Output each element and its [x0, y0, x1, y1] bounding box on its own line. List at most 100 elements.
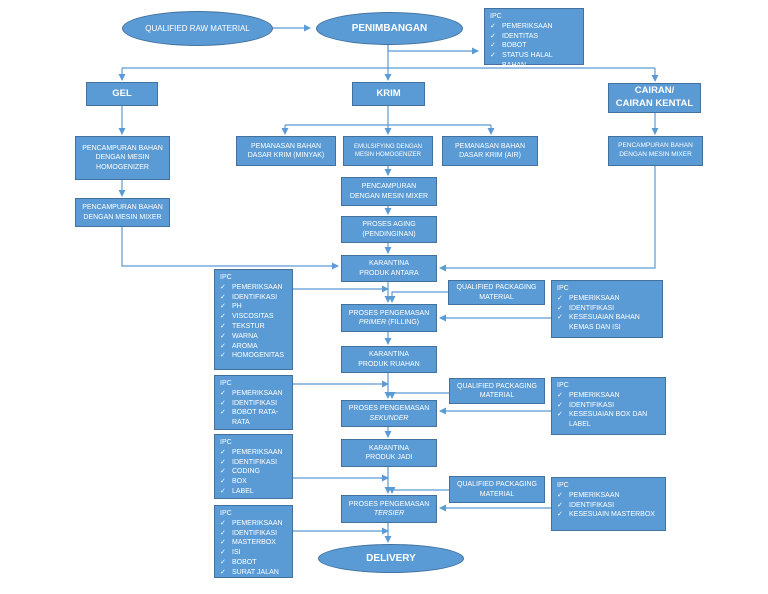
ipc-checklist-item: ✓TEKSTUR: [220, 322, 287, 332]
qpm-3-label: QUALIFIED PACKAGING MATERIAL: [457, 481, 537, 498]
penimbangan-label: PENIMBANGAN: [351, 23, 428, 34]
check-icon: ✓: [220, 468, 226, 476]
ipc-checklist-item: ✓BOBOT: [220, 558, 287, 568]
check-icon: ✓: [220, 487, 226, 495]
check-icon: ✓: [490, 52, 496, 60]
karantina-jadi-node: KARANTINA PRODUK JADI: [341, 439, 437, 467]
qualified-raw-material-label: QUALIFIED RAW MATERIAL: [145, 24, 250, 33]
check-icon: ✓: [557, 294, 563, 302]
check-icon: ✓: [220, 399, 226, 407]
cairan-label: CAIRAN/ CAIRAN KENTAL: [615, 85, 694, 109]
cairan-node: CAIRAN/ CAIRAN KENTAL: [608, 83, 701, 113]
ipc-checklist-item: ✓ PEMERIKSAAN: [220, 283, 287, 293]
qualified-packaging-material-3: QUALIFIED PACKAGING MATERIAL: [449, 476, 545, 503]
qpm-2-label: QUALIFIED PACKAGING MATERIAL: [457, 382, 537, 399]
karantina-antara-label: KARANTINA PRODUK ANTARA: [359, 260, 419, 277]
check-icon: ✓: [557, 501, 563, 509]
ipc-item-text: PEMERIKSAAN: [569, 491, 620, 499]
krim-mixer-label: PENCAMPURAN DENGAN MESIN MIXER: [349, 183, 429, 200]
ipc-primer: IPC ✓ PEMERIKSAAN ✓ IDENTIFIKASI✓KESESUAIAN …: [551, 280, 663, 338]
ipc-checklist-item: ✓ IDENTIFIKASI: [557, 401, 660, 411]
ipc-checklist-item: ✓IDENTIFIKASI: [220, 529, 287, 539]
ipc-item-text: BOBOT: [232, 558, 257, 566]
ipc-item-text: IDENTIFIKASI: [569, 401, 615, 409]
qualified-packaging-material-2: QUALIFIED PACKAGING MATERIAL: [449, 378, 545, 404]
ipc-item-text: PEMERIKSAAN: [569, 294, 620, 302]
krim-label: KRIM: [376, 87, 401, 99]
ipc-penimbangan: IPC✓PEMERIKSAAN✓IDENTITAS✓BOBOT✓STATUS H…: [484, 8, 584, 69]
ipc-title: IPC: [220, 380, 232, 387]
ipc-jadi: IPC✓PEMERIKSAAN✓IDENTIFIKASI✓CODING✓BOX✓…: [214, 434, 293, 499]
delivery-label: DELIVERY: [366, 553, 416, 564]
ipc-checklist-item: ✓PEMERIKSAAN: [490, 22, 578, 32]
ipc-checklist-item: ✓IDENTIFIKASI: [220, 399, 287, 409]
ipc-checklist: ✓ PEMERIKSAAN ✓ IDENTIFIKASI✓KESESUAIAN BAH…: [557, 294, 657, 333]
check-icon: ✓: [220, 283, 226, 291]
check-icon: ✓: [220, 313, 226, 321]
ipc-checklist-item: ✓WARNA: [220, 332, 287, 342]
ipc-checklist-item: ✓PH: [220, 302, 287, 312]
ipc-checklist-item: ✓LABEL: [220, 487, 287, 497]
ipc-checklist-item: ✓HOMOGENITAS: [220, 351, 287, 361]
gel-homogenizer-node: PENCAMPURAN BAHAN DENGAN MESIN HOMOGENIZ…: [75, 136, 170, 180]
ipc-checklist-item: ✓IDENTIFIKASI: [220, 458, 287, 468]
ipc-checklist-item: ✓ ISI: [220, 548, 287, 558]
ipc-checklist-item: ✓PEMERIKSAAN: [557, 391, 660, 401]
ipc-checklist-item: ✓KESESUAIAN BAHAN KEMAS DAN ISI: [557, 313, 657, 333]
ipc-checklist: ✓PEMERIKSAAN✓IDENTIFIKASI✓PH✓VISCOSITAS✓…: [220, 283, 287, 361]
ipc-karantina-antara: IPC✓PEMERIKSAAN✓IDENTIFIKASI✓PH✓VISCOSIT…: [214, 269, 293, 370]
ipc-checklist-item: ✓ BOBOT RATA-RATA: [220, 408, 287, 428]
check-icon: ✓: [220, 293, 226, 301]
ipc-checklist-item: ✓ IDENTIFIKASI: [557, 501, 660, 511]
ipc-title: IPC: [557, 285, 569, 292]
check-icon: ✓: [220, 352, 226, 360]
ipc-item-text: KESESUAIAN BOX DAN LABEL: [569, 411, 648, 429]
check-icon: ✓: [220, 549, 226, 557]
gel-label: GEL: [112, 87, 132, 99]
ipc-item-text: PEMERIKSAAN: [232, 389, 283, 397]
ipc-checklist: ✓PEMERIKSAAN✓ IDENTIFIKASI✓ KESESUAIN MAST…: [557, 491, 660, 520]
ipc-item-text: MASTERBOX: [232, 539, 276, 547]
check-icon: ✓: [220, 409, 226, 417]
ipc-item-text: PEMERIKSAAN: [232, 283, 283, 291]
check-icon: ✓: [220, 539, 226, 547]
gel-node: GEL: [86, 82, 158, 106]
ipc-checklist-item: ✓ AROMA: [220, 342, 287, 352]
karantina-ruahan-node: KARANTINA PRODUK RUAHAN: [341, 346, 437, 373]
check-icon: ✓: [557, 314, 563, 322]
check-icon: ✓: [557, 401, 563, 409]
pemanasan-minyak-label: PEMANASAN BAHAN DASAR KRIM (MINYAK): [247, 142, 325, 159]
ipc-item-text: AROMA: [232, 342, 258, 350]
ipc-item-text: IDENTIFIKASI: [232, 529, 278, 537]
pemanasan-air-label: PEMANASAN BAHAN DASAR KRIM (AIR): [454, 142, 526, 159]
ipc-title: IPC: [490, 13, 502, 20]
ipc-item-text: IDENTIFIKASI: [569, 304, 615, 312]
ipc-title: IPC: [557, 382, 569, 389]
ipc-checklist-item: ✓ STATUS HALAL BAHAN: [490, 51, 578, 71]
ipc-item-text: STATUS HALAL BAHAN: [502, 52, 553, 69]
qpm-1-label: QUALIFIED PACKAGING MATERIAL: [456, 284, 537, 301]
ipc-item-text: ISI: [232, 549, 241, 557]
karantina-ruahan-label: KARANTINA PRODUK RUAHAN: [358, 351, 420, 368]
ipc-checklist: ✓PEMERIKSAAN✓IDENTIFIKASI✓CODING✓BOX✓LAB…: [220, 448, 287, 497]
check-icon: ✓: [220, 448, 226, 456]
ipc-item-text: KESESUAIN MASTERBOX: [569, 511, 655, 519]
ipc-item-text: IDENTIFIKASI: [569, 501, 615, 509]
ipc-tersier: IPC✓PEMERIKSAAN✓IDENTIFIKASI✓KESESUAIN M…: [551, 477, 666, 531]
ipc-ruahan: IPC ✓ PEMERIKSAAN ✓IDENTIFIKASI✓ BOBOT RATA-…: [214, 375, 293, 430]
ipc-checklist-item: ✓PEMERIKSAAN: [557, 491, 660, 501]
ipc-checklist-item: ✓PEMERIKSAAN: [220, 448, 287, 458]
ipc-item-text: BOBOT RATA-RATA: [232, 409, 279, 427]
qualified-raw-material-node: QUALIFIED RAW MATERIAL: [122, 11, 273, 46]
ipc-checklist-item: ✓VISCOSITAS: [220, 312, 287, 322]
ipc-checklist-item: ✓ MASTERBOX: [220, 538, 287, 548]
krim-mixer-node: PENCAMPURAN DENGAN MESIN MIXER: [341, 177, 437, 206]
ipc-item-text: IDENTIFIKASI: [232, 458, 278, 466]
aging-node: PROSES AGING (PENDINGINAN): [341, 216, 437, 243]
check-icon: ✓: [220, 342, 226, 350]
